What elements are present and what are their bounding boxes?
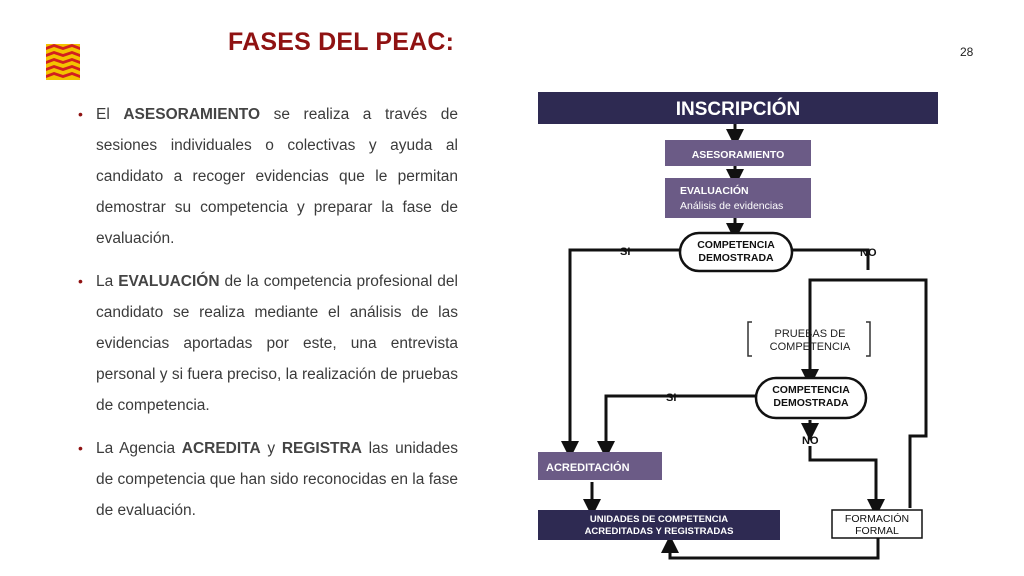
competencia-2-line2: DEMOSTRADA [773,397,849,409]
bullet-acredita: La Agencia ACREDITA y REGISTRA las unida… [78,433,458,526]
competencia-demostrada-2-node [754,376,868,420]
no-label-2: NO [802,435,819,447]
aragon-logo-icon [46,44,80,80]
asesoramiento-label: ASESORAMIENTO [692,149,785,161]
acreditacion-box [538,452,662,480]
bullet-text: las unidades de competencia que han sido… [96,440,458,519]
bullet-bold: REGISTRA [281,440,362,457]
peac-flowchart: INSCRIPCIÓN ASESORAMIENTO EVALUACIÓN Aná… [538,92,938,560]
competencia-demostrada-1-node [678,231,794,273]
bullet-asesoramiento: El ASESORAMIENTO se realiza a través de … [78,99,458,254]
pruebas-bracket [747,321,871,357]
bullet-bold: EVALUACIÓN [118,273,220,290]
bullet-text: se realiza a través de sesiones individu… [96,106,458,247]
acreditacion-label: ACREDITACIÓN [546,461,630,474]
bullet-text: La [96,273,119,290]
competencia-1-line1: COMPETENCIA [697,239,775,251]
unidades-line1: UNIDADES DE COMPETENCIA [590,514,728,525]
formacion-line1: FORMACIÓN [845,512,909,525]
evaluacion-box [665,178,811,218]
bullet-list: El ASESORAMIENTO se realiza a través de … [78,99,458,538]
formacion-formal-box [831,509,923,539]
bullet-text: y [260,440,282,457]
evaluacion-title: EVALUACIÓN [680,184,749,197]
bullet-text: El [96,106,124,123]
flow-connectors [561,120,928,560]
pruebas-line2: COMPETENCIA [770,341,851,353]
evaluacion-subtitle: Análisis de evidencias [680,200,783,212]
competencia-1-line2: DEMOSTRADA [698,252,774,264]
unidades-box [538,510,780,540]
si-label-2: SI [666,392,676,404]
asesoramiento-box [665,140,811,166]
page-number: 28 [960,45,974,59]
bullet-text: de la competencia profesional del candid… [96,273,458,414]
bullet-evaluacion: La EVALUACIÓN de la competencia profesio… [78,266,458,421]
formacion-line2: FORMAL [855,525,899,537]
page-title: FASES DEL PEAC: [228,28,455,56]
competencia-2-line1: COMPETENCIA [772,384,850,396]
pruebas-line1: PRUEBAS DE [775,328,846,340]
unidades-line2: ACREDITADAS Y REGISTRADAS [585,526,734,537]
bullet-bold: ASESORAMIENTO [123,106,261,123]
si-label-1: SI [620,246,630,258]
inscripcion-box [538,92,938,124]
bullet-text: La Agencia [96,440,182,457]
no-label-1: NO [860,247,877,259]
inscripcion-label: INSCRIPCIÓN [676,98,801,120]
bullet-bold: ACREDITA [181,440,261,457]
